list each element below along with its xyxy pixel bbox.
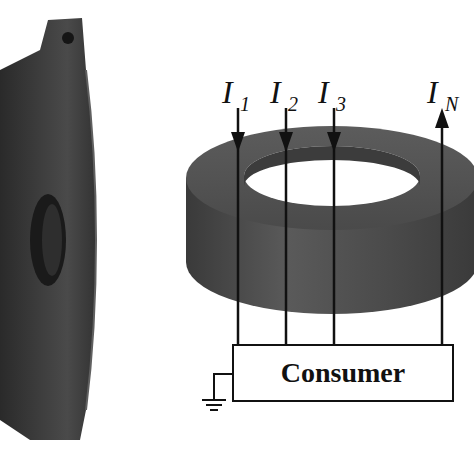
toroid-core xyxy=(186,126,474,314)
box-label: Consumer xyxy=(281,357,405,389)
ground-symbol xyxy=(202,374,232,410)
current-arrows xyxy=(231,108,449,152)
current-symbol: I xyxy=(318,76,329,108)
current-symbol: I xyxy=(222,76,233,108)
current-subscript: N xyxy=(445,94,458,114)
current-subscript: 3 xyxy=(336,94,346,114)
transformer-photo xyxy=(0,18,96,440)
current-subscript: 1 xyxy=(240,94,250,114)
current-subscript: 2 xyxy=(288,94,298,114)
current-symbol: I xyxy=(427,76,438,108)
current-symbol: I xyxy=(270,76,281,108)
consumer-box: Consumer xyxy=(232,344,454,402)
wires xyxy=(238,108,442,344)
